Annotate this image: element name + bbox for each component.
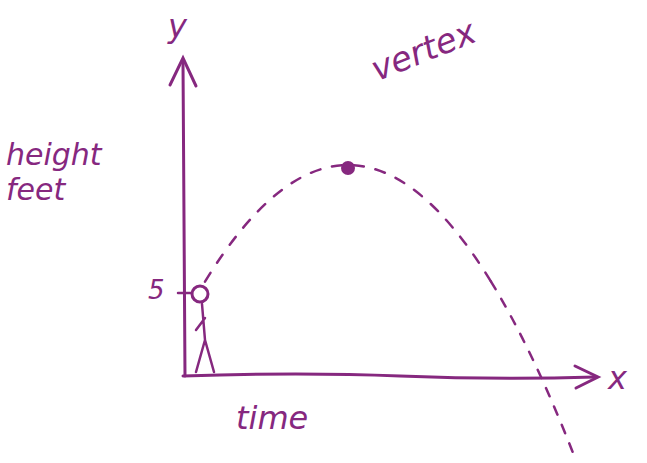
x-axis xyxy=(183,374,595,378)
x-axis-arrowhead xyxy=(575,366,598,388)
y-axis xyxy=(183,62,185,376)
axis-title: time xyxy=(236,400,356,437)
tick-mark xyxy=(178,292,192,295)
person-figure xyxy=(196,304,214,372)
vertex-dot xyxy=(341,161,355,175)
vertex-label: vertex xyxy=(365,0,509,89)
axis-label: x xyxy=(608,360,642,397)
trajectory-extension xyxy=(491,282,575,458)
y-axis-arrowhead xyxy=(170,58,196,86)
trajectory xyxy=(205,165,491,282)
launch-point xyxy=(192,286,208,302)
axis-title: height feet xyxy=(6,138,118,207)
tick-label: 5 xyxy=(148,276,176,306)
axis-label: y xyxy=(168,8,208,45)
